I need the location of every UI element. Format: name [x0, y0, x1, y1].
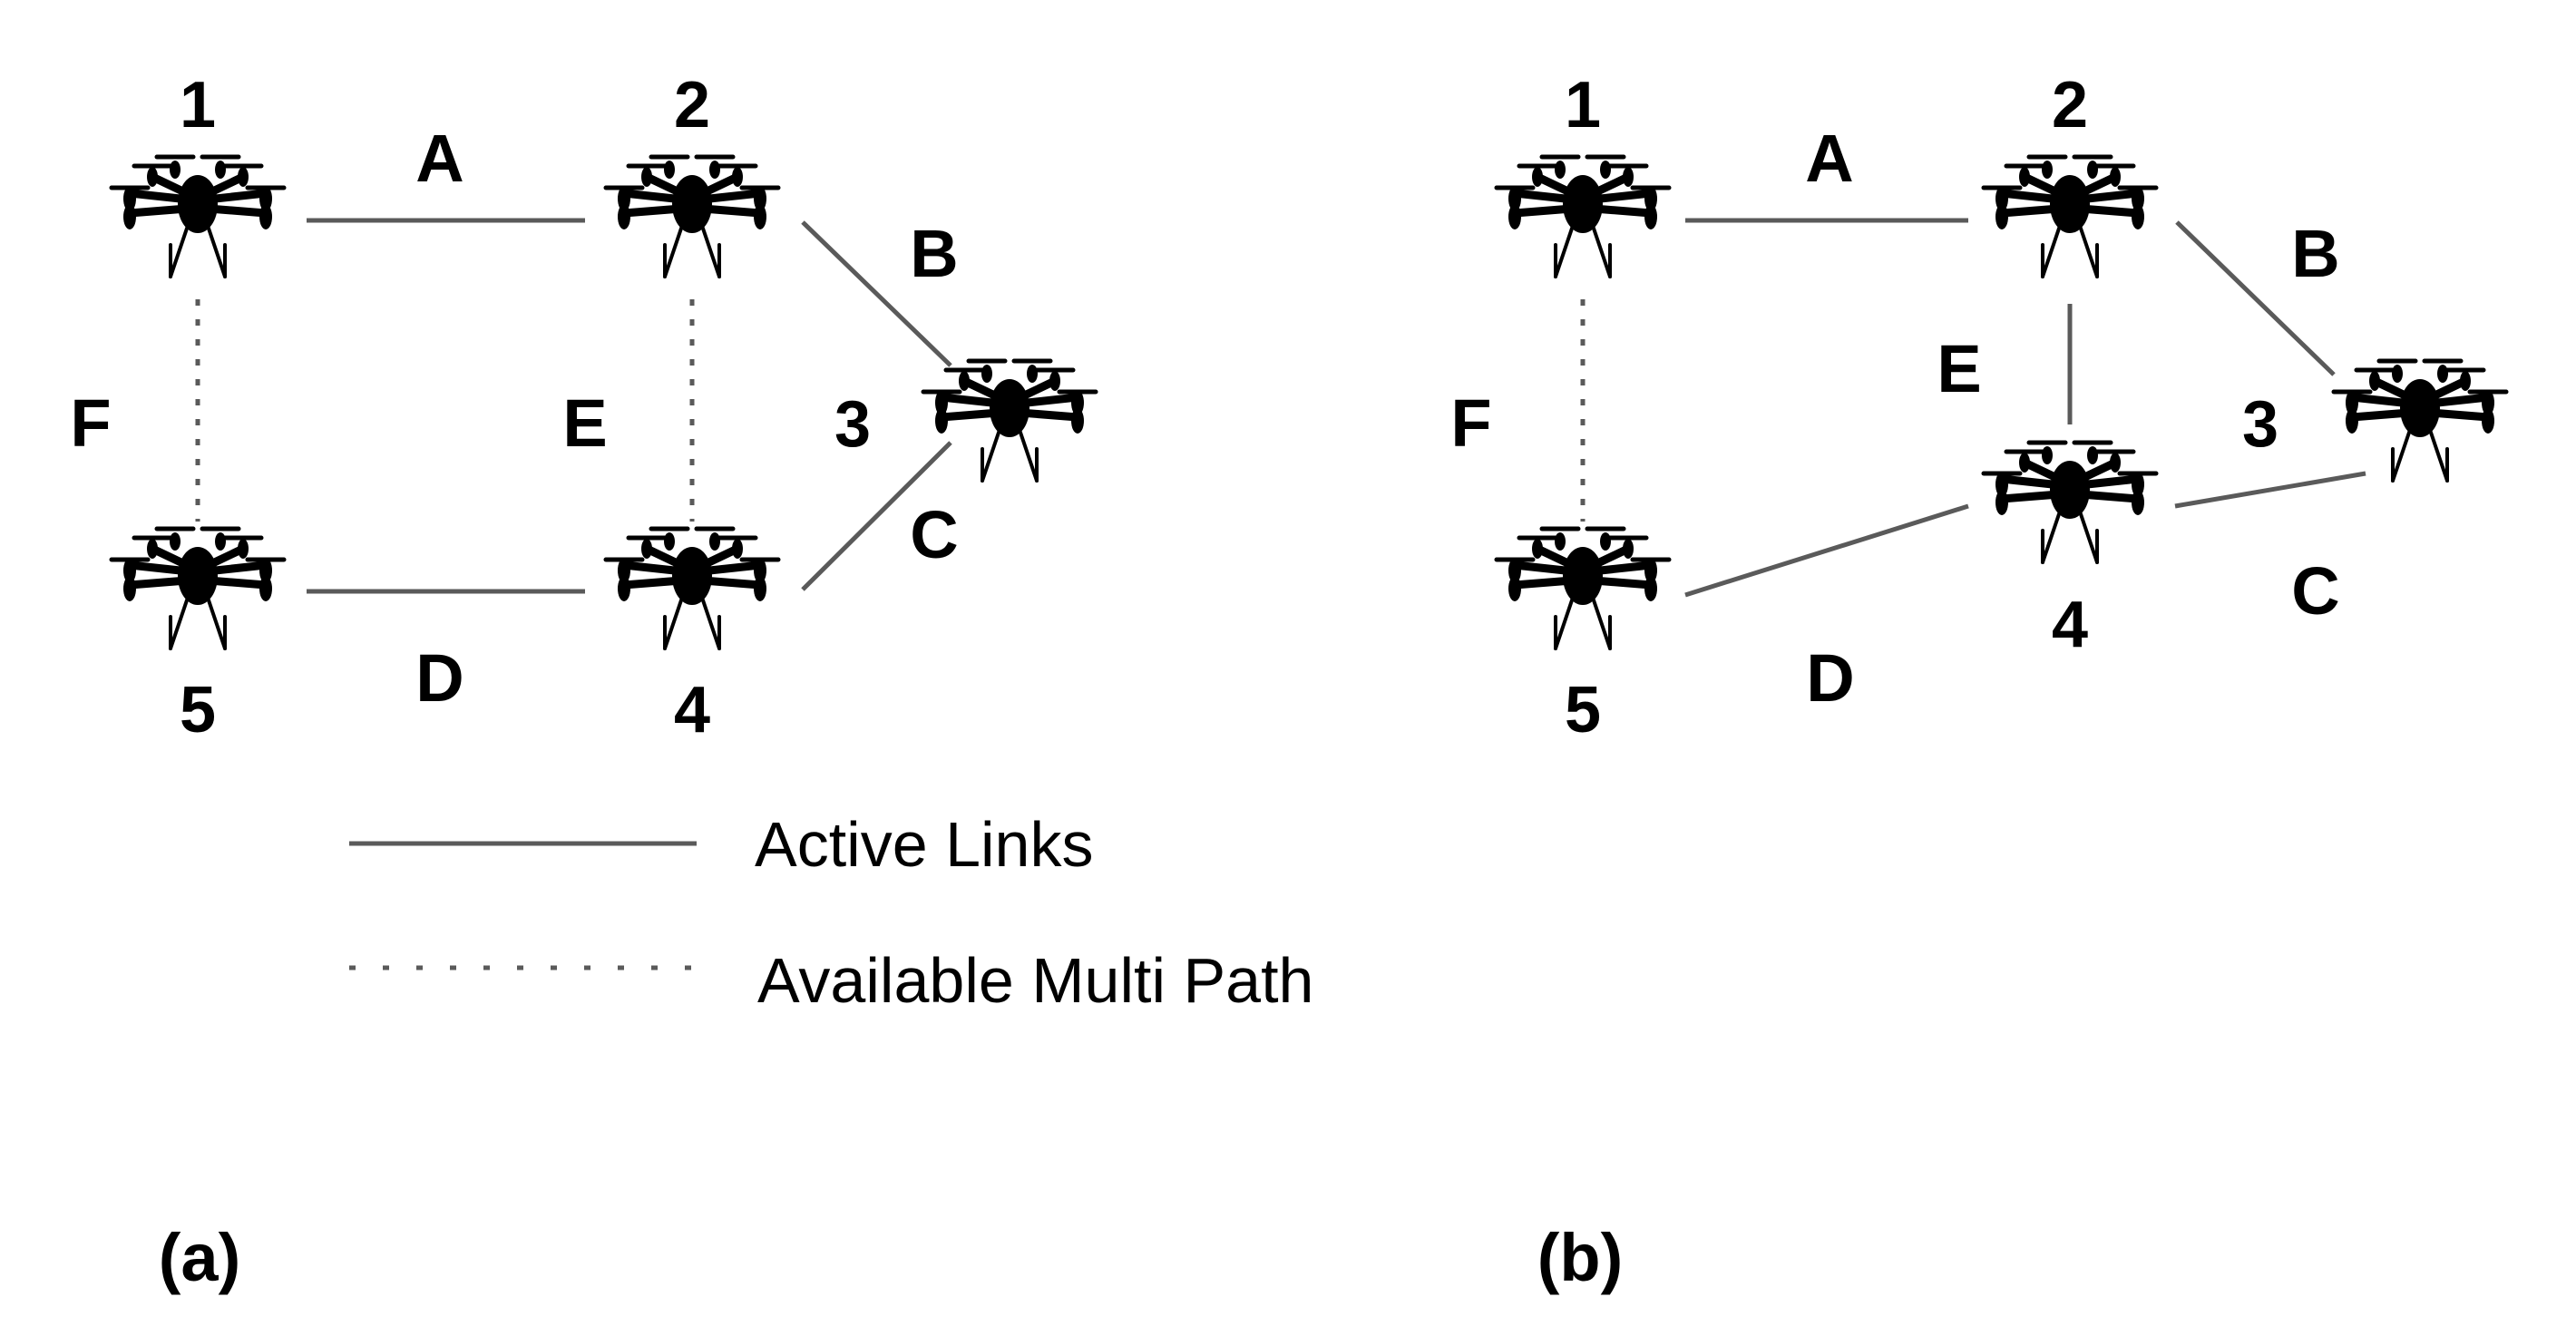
node-label: 5	[1565, 674, 1601, 746]
legend: Active Links Available Multi Path	[349, 809, 1314, 1016]
hexacopter-drone-icon	[1497, 157, 1669, 277]
legend-available-label: Available Multi Path	[757, 945, 1314, 1016]
node-label: 1	[180, 69, 216, 141]
link-b-B	[2175, 220, 2336, 376]
link-label: B	[910, 216, 958, 291]
diagram-b: 1 2 3 4 5 A B C D E F (b)	[1450, 69, 2506, 1295]
hexacopter-drone-icon	[606, 157, 778, 277]
node-label: 4	[674, 674, 710, 746]
diagram-a: 1 2 3 4 5 A B C D E F (a)	[70, 69, 1096, 1295]
link-label: B	[2291, 216, 2339, 291]
link-b-D	[1684, 503, 1969, 598]
hexacopter-drone-icon	[112, 157, 284, 277]
link-b-C	[2174, 471, 2366, 509]
hexacopter-drone-icon	[1984, 157, 2156, 277]
link-label: A	[1805, 121, 1853, 196]
hexacopter-drone-icon	[2334, 361, 2506, 481]
hexacopter-drone-icon	[606, 529, 778, 648]
link-label: D	[1806, 640, 1854, 716]
link-a-B	[801, 220, 952, 367]
node-label: 3	[2242, 388, 2278, 461]
caption-b: (b)	[1537, 1220, 1624, 1295]
link-label: C	[910, 497, 958, 572]
link-label: D	[415, 640, 463, 716]
link-label: A	[415, 121, 463, 196]
legend-active-label: Active Links	[755, 809, 1093, 880]
node-label: 4	[2052, 589, 2088, 661]
link-label: E	[1937, 331, 1981, 406]
node-label: 2	[2052, 69, 2088, 141]
hexacopter-drone-icon	[112, 529, 284, 648]
link-label: C	[2291, 553, 2339, 629]
caption-a: (a)	[159, 1220, 240, 1295]
link-label: F	[70, 385, 111, 461]
node-label: 2	[674, 69, 710, 141]
hexacopter-drone-icon	[1497, 529, 1669, 648]
hexacopter-drone-icon	[1984, 443, 2156, 562]
hexacopter-drone-icon	[923, 361, 1096, 481]
link-label: E	[562, 385, 607, 461]
link-label: F	[1450, 385, 1491, 461]
node-label: 3	[834, 388, 871, 461]
node-label: 1	[1565, 69, 1601, 141]
link-a-C	[801, 441, 952, 591]
node-label: 5	[180, 674, 216, 746]
